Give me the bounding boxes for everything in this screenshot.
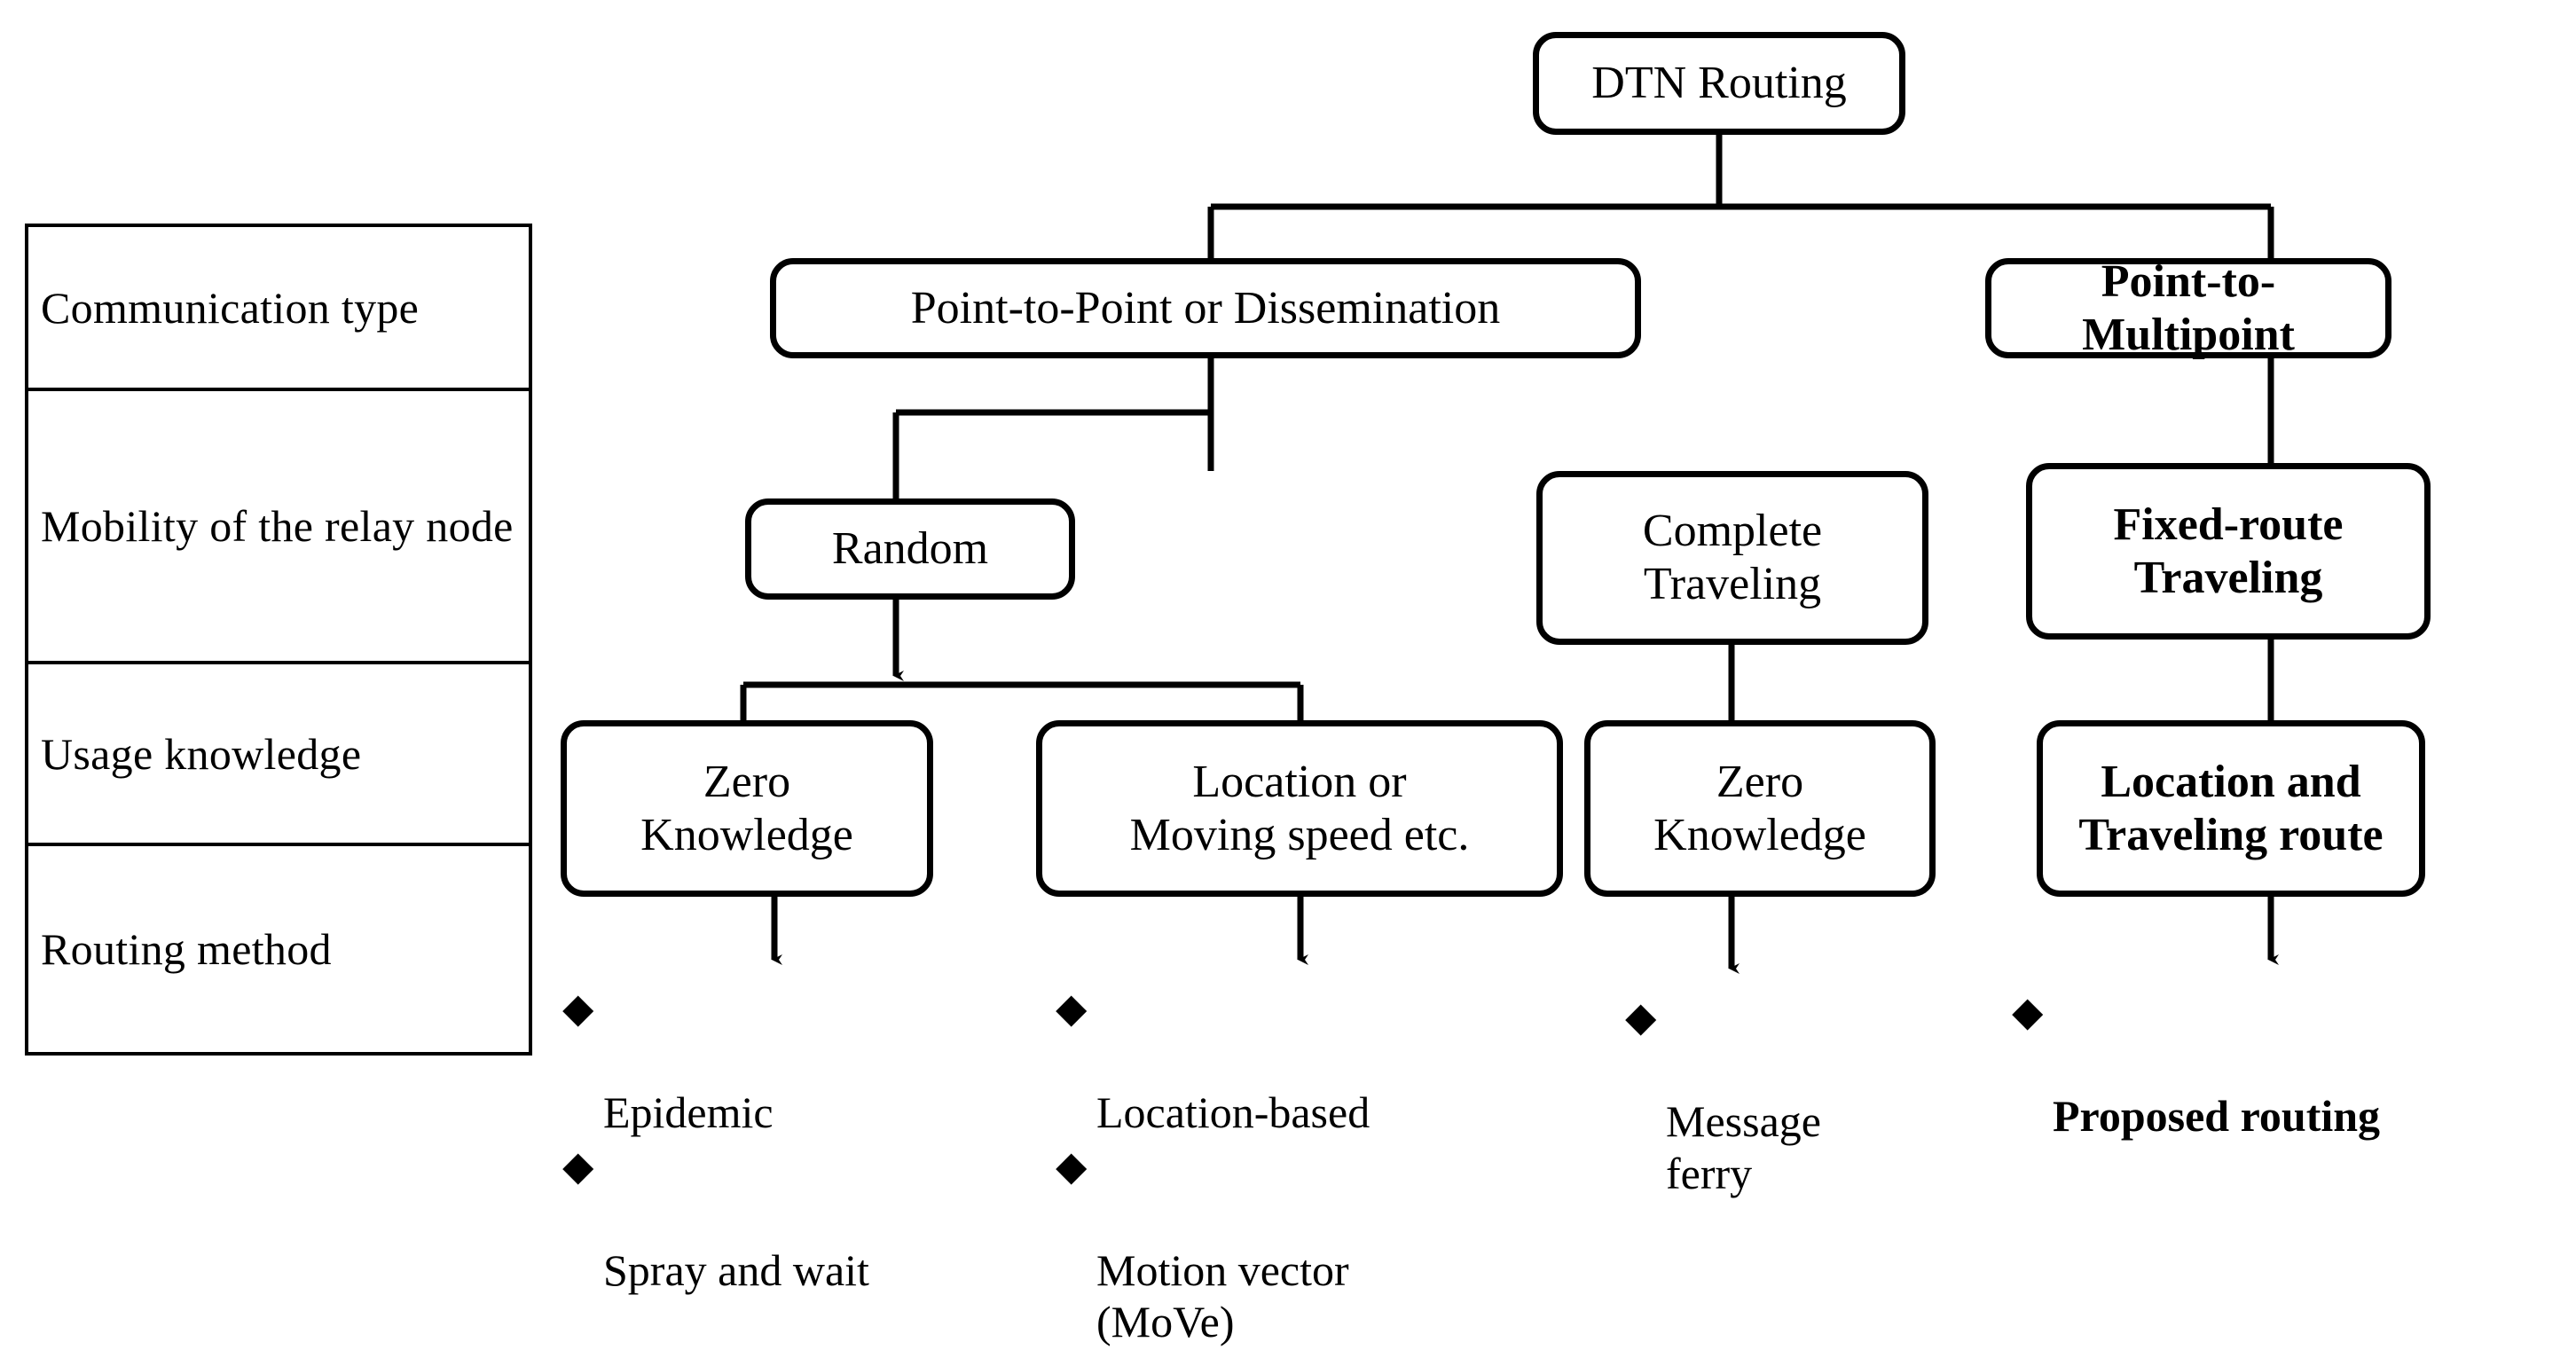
leaf-list-proposed-routing: ◆ Proposed routing xyxy=(2012,986,2544,1144)
node-label: Zero Knowledge xyxy=(1653,756,1866,860)
diamond-bullet-icon: ◆ xyxy=(1056,1142,1088,1189)
diamond-bullet-icon: ◆ xyxy=(2012,989,2044,1034)
leaf-list-location-moving-speed: ◆ Location-based ◆ Motion vector (MoVe) xyxy=(1056,983,1535,1350)
diagram-canvas: Communication type Mobility of the relay… xyxy=(25,32,2544,1346)
node-complete-traveling[interactable]: Complete Traveling xyxy=(1536,471,1928,645)
node-label: DTN Routing xyxy=(1591,58,1847,109)
list-item-label: Epidemic xyxy=(603,1087,774,1137)
diamond-bullet-icon: ◆ xyxy=(562,1142,594,1189)
node-location-and-traveling-route[interactable]: Location and Traveling route xyxy=(2037,720,2425,897)
node-zero-knowledge-random[interactable]: Zero Knowledge xyxy=(561,720,933,897)
legend-label: Mobility of the relay node xyxy=(41,501,514,551)
legend-label: Communication type xyxy=(41,282,420,333)
list-item: ◆ Motion vector (MoVe) xyxy=(1056,1141,1535,1348)
legend-label: Usage knowledge xyxy=(41,728,362,779)
node-label: Zero Knowledge xyxy=(640,756,853,860)
node-label: Fixed-route Traveling xyxy=(2113,498,2344,603)
node-label: Point-to-Point or Dissemination xyxy=(910,282,1501,334)
list-item: ◆ Epidemic xyxy=(562,983,1024,1139)
node-location-or-moving-speed[interactable]: Location or Moving speed etc. xyxy=(1036,720,1563,897)
diamond-bullet-icon: ◆ xyxy=(1625,994,1657,1040)
node-label: Complete Traveling xyxy=(1642,506,1823,609)
node-dtn-routing[interactable]: DTN Routing xyxy=(1533,32,1905,135)
legend-row-communication-type: Communication type xyxy=(28,227,529,391)
leaf-list-message-ferry: ◆ Message ferry xyxy=(1625,992,1998,1201)
list-item: ◆ Message ferry xyxy=(1625,992,1998,1199)
node-label: Random xyxy=(831,523,989,575)
leaf-list-random-zero-knowledge: ◆ Epidemic ◆ Spray and wait xyxy=(562,983,1024,1298)
list-item-label: Message ferry xyxy=(1666,1096,1821,1198)
node-label: Location and Traveling route xyxy=(2078,756,2384,860)
legend-table: Communication type Mobility of the relay… xyxy=(25,224,532,1056)
list-item-label: Location-based xyxy=(1096,1087,1370,1137)
legend-row-mobility: Mobility of the relay node xyxy=(28,391,529,664)
list-item-label: Proposed routing xyxy=(2053,1091,2381,1141)
legend-row-usage-knowledge: Usage knowledge xyxy=(28,664,529,846)
diamond-bullet-icon: ◆ xyxy=(562,985,594,1031)
node-point-to-point-or-dissemination[interactable]: Point-to-Point or Dissemination xyxy=(770,258,1641,358)
node-fixed-route-traveling[interactable]: Fixed-route Traveling xyxy=(2026,463,2431,640)
legend-row-routing-method: Routing method xyxy=(28,846,529,1052)
node-zero-knowledge-complete[interactable]: Zero Knowledge xyxy=(1584,720,1936,897)
list-item-label: Spray and wait xyxy=(603,1244,869,1295)
node-random[interactable]: Random xyxy=(745,498,1075,600)
list-item-label: Motion vector (MoVe) xyxy=(1096,1244,1349,1347)
node-label: Point-to-Multipoint xyxy=(2082,255,2295,360)
legend-label: Routing method xyxy=(41,924,332,974)
list-item: ◆ Proposed routing xyxy=(2012,986,2544,1142)
list-item: ◆ Spray and wait xyxy=(562,1141,1024,1297)
diamond-bullet-icon: ◆ xyxy=(1056,985,1088,1031)
node-point-to-multipoint[interactable]: Point-to-Multipoint xyxy=(1985,256,2391,360)
node-label: Location or Moving speed etc. xyxy=(1129,756,1470,860)
list-item: ◆ Location-based xyxy=(1056,983,1535,1139)
